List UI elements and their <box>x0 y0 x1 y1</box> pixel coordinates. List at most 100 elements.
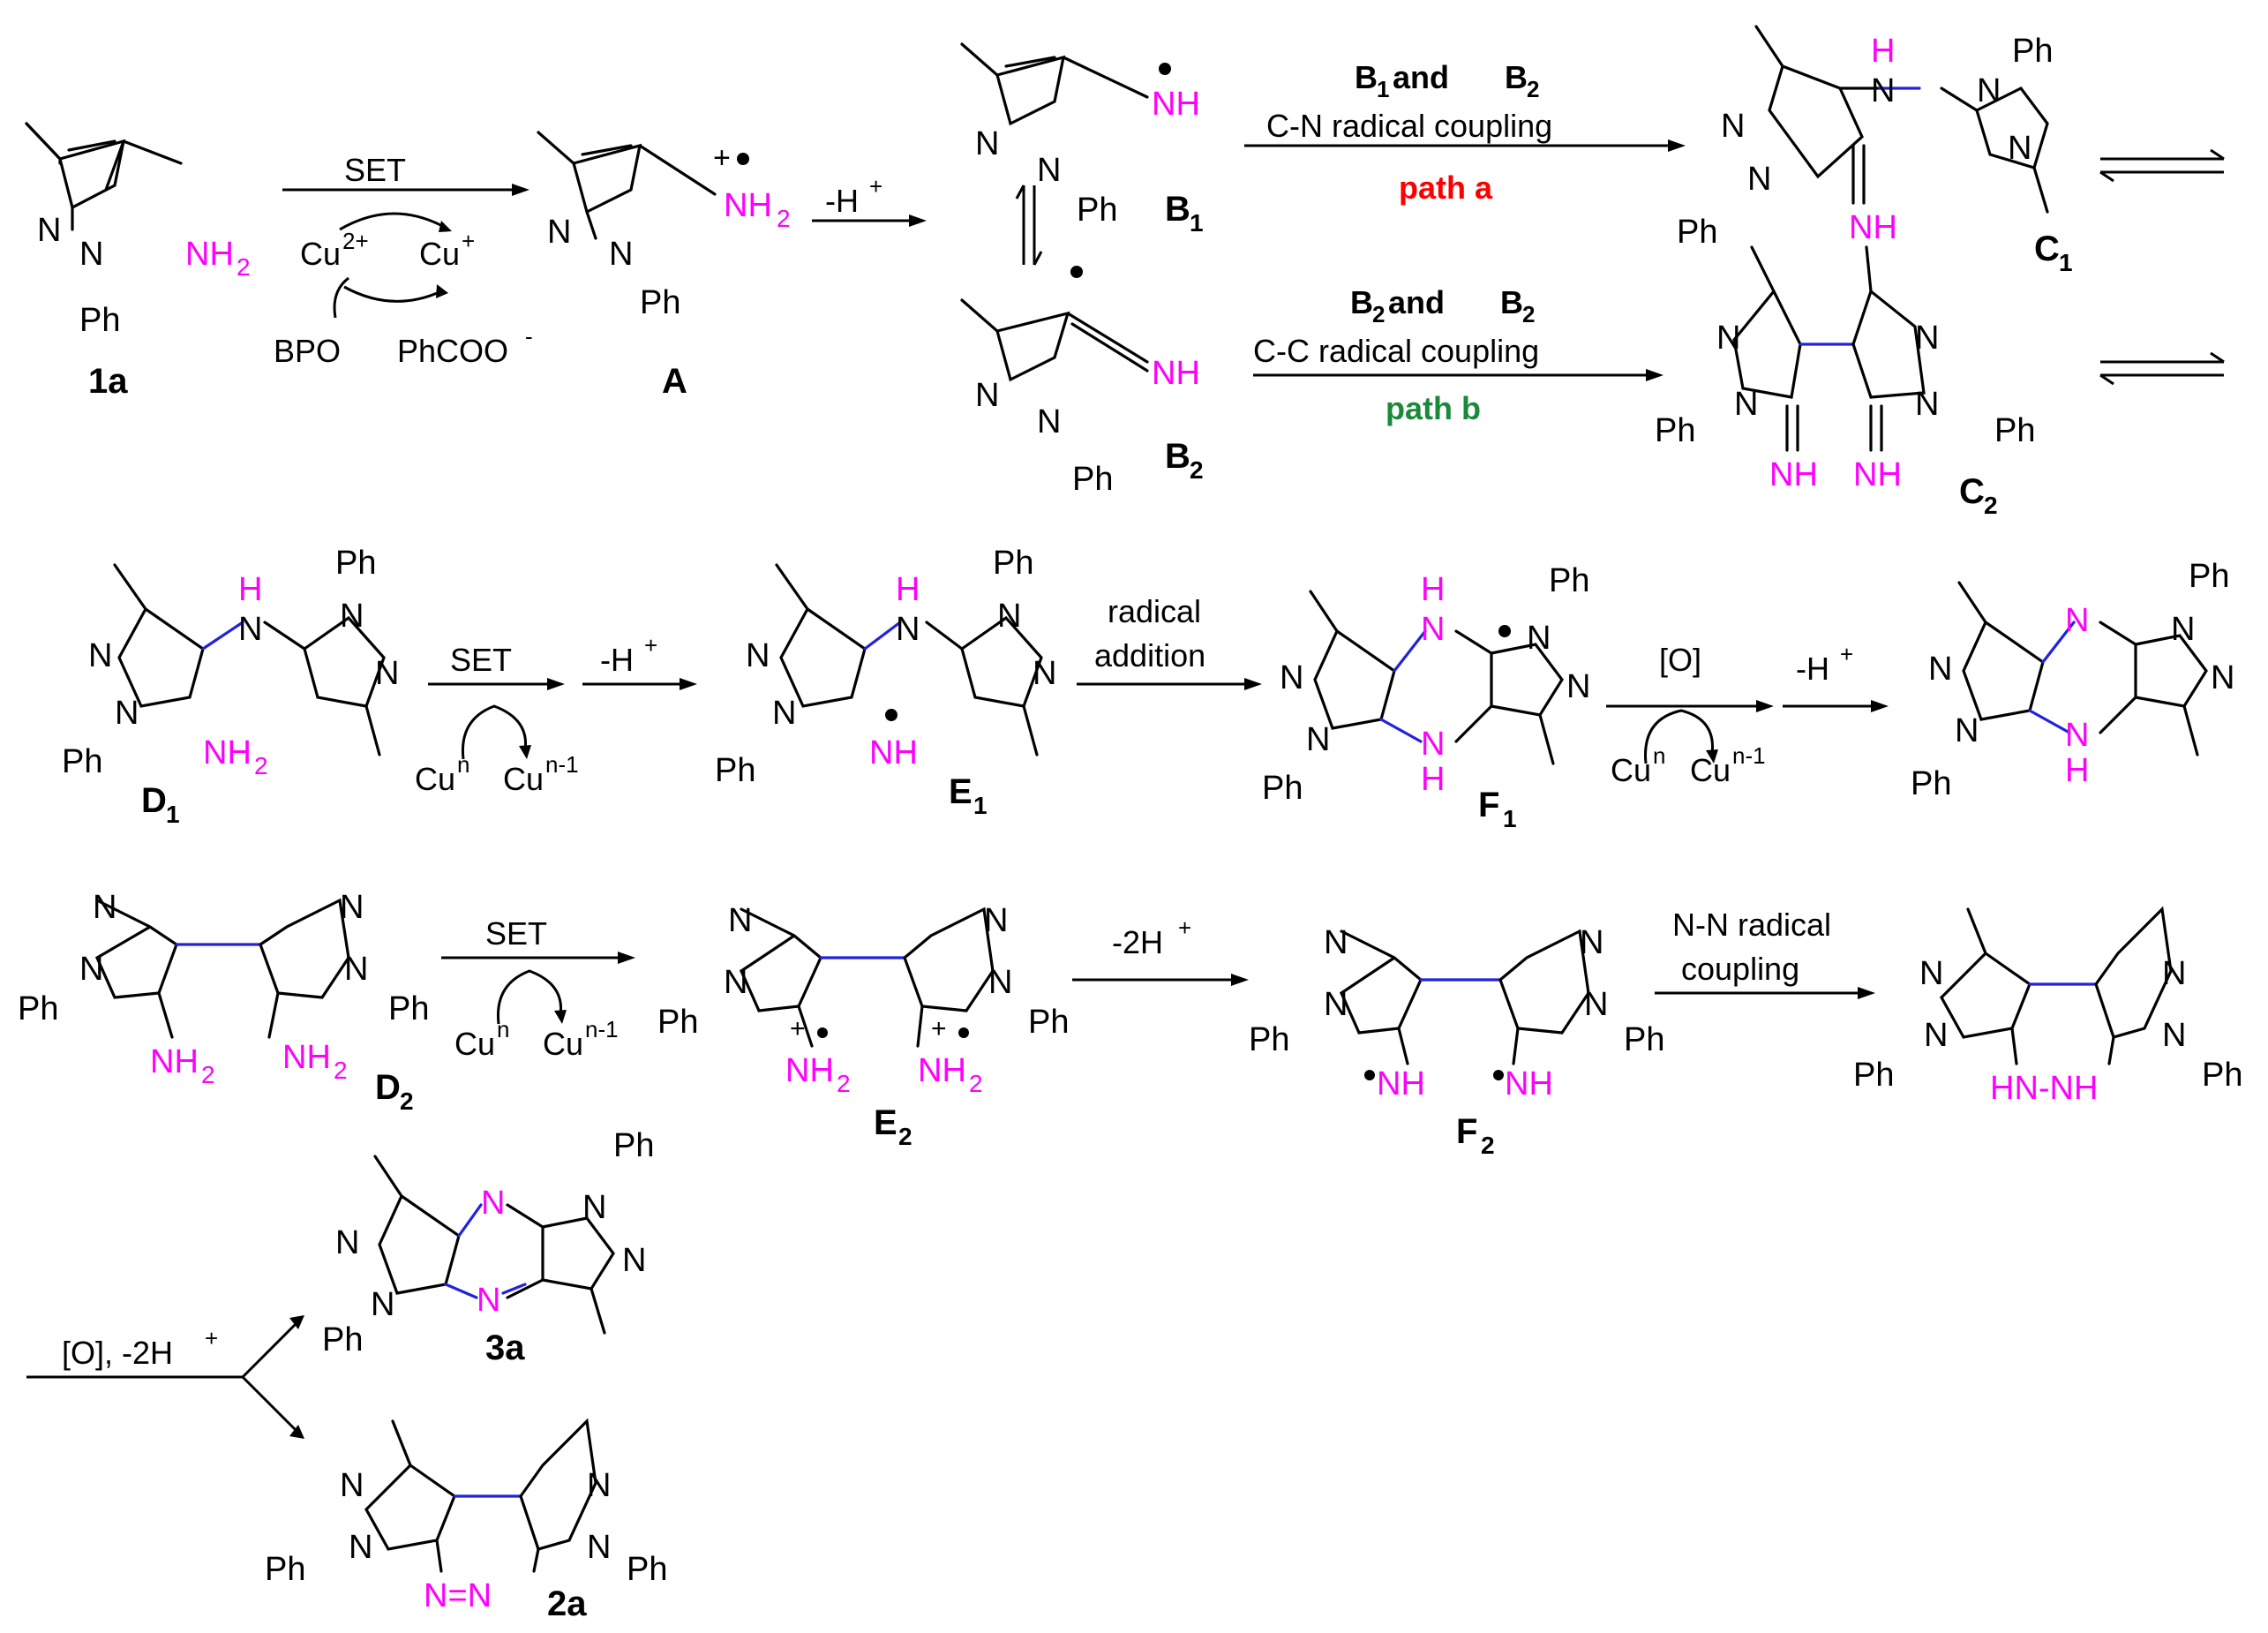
equilibrium-C1 <box>2099 148 2225 183</box>
svg-text:2: 2 <box>201 1061 215 1088</box>
arrow-radical-addition: radical addition <box>1077 593 1262 690</box>
compound-2a: N N Ph N N Ph N=N 2a <box>265 1418 667 1623</box>
svg-text:N: N <box>1915 320 1939 357</box>
svg-text:Ph: Ph <box>62 743 102 780</box>
svg-text:B: B <box>1505 59 1528 95</box>
svg-text:C: C <box>1959 472 1985 511</box>
svg-text:N: N <box>622 1242 646 1279</box>
svg-text:H: H <box>1421 761 1445 798</box>
compound-label-3a: 3a <box>485 1328 525 1367</box>
arrow-deprotonation: -H + <box>812 173 927 227</box>
compound-F1: N N Ph H N N H N N Ph F 1 <box>1262 562 1590 832</box>
svg-text:Ph: Ph <box>335 545 376 582</box>
svg-text:N: N <box>349 1529 372 1566</box>
svg-text:Ph: Ph <box>18 990 58 1027</box>
svg-text:N: N <box>988 964 1012 1001</box>
svg-text:N: N <box>1306 721 1330 758</box>
svg-text:B: B <box>1350 284 1373 320</box>
svg-text:N: N <box>975 377 999 414</box>
svg-text:Ph: Ph <box>640 284 680 321</box>
svg-text:2: 2 <box>1527 76 1539 102</box>
svg-text:n-1: n-1 <box>585 1016 619 1042</box>
compound-C2: N N Ph NH N N Ph NH C 2 <box>1655 245 2035 519</box>
svg-text:N: N <box>2162 1017 2186 1054</box>
svg-text:Ph: Ph <box>1028 1004 1069 1041</box>
arrow-final-oxidation: [O], -2H + <box>26 1315 304 1439</box>
svg-text:N: N <box>93 889 116 926</box>
svg-text:Cu: Cu <box>415 761 455 797</box>
svg-text:E: E <box>874 1103 897 1142</box>
svg-text:N: N <box>1584 986 1608 1023</box>
svg-text:N: N <box>340 1467 364 1504</box>
svg-text:N: N <box>582 1189 606 1226</box>
svg-text:Ph: Ph <box>1624 1021 1664 1058</box>
svg-text:1: 1 <box>166 801 180 828</box>
svg-text:N: N <box>1566 668 1590 705</box>
svg-text:+: + <box>790 1014 806 1043</box>
svg-text:N: N <box>1747 161 1771 198</box>
compound-E1: N N Ph NH H N N N Ph E 1 <box>715 545 1056 819</box>
svg-text:N: N <box>1721 108 1745 145</box>
svg-text:N: N <box>2065 717 2089 754</box>
svg-text:N: N <box>344 951 368 988</box>
compound-label-1a: 1a <box>88 362 128 401</box>
svg-text:N: N <box>1421 611 1445 648</box>
arrow-double-deprotonation: -2H + <box>1072 914 1249 986</box>
arrow-set: SET Cu 2+ Cu + BPO PhCOO - <box>274 152 533 369</box>
svg-text:N: N <box>1734 386 1758 423</box>
svg-text:N: N <box>371 1286 394 1323</box>
svg-text:BPO: BPO <box>274 333 341 369</box>
svg-text:2: 2 <box>1190 456 1204 484</box>
svg-text:1: 1 <box>2059 249 2073 276</box>
svg-text:N: N <box>2211 659 2234 696</box>
compound-D1: N N Ph NH 2 H N N N Ph D 1 <box>62 545 399 828</box>
svg-text:N: N <box>88 637 112 674</box>
compound-B1: N N Ph NH B 1 <box>960 42 1204 237</box>
compound-dihydropyridazine: N N Ph N N Ph HN-NH <box>1853 906 2242 1107</box>
svg-text:N: N <box>1915 386 1939 423</box>
svg-text:N: N <box>340 598 364 635</box>
svg-text:N: N <box>975 125 999 162</box>
compound-F2: N N Ph NH N N Ph NH F 2 <box>1249 924 1664 1159</box>
compound-B2: N N Ph NH B 2 <box>960 266 1204 498</box>
svg-text:N-N radical: N-N radical <box>1672 907 1831 943</box>
svg-text:1: 1 <box>1190 209 1204 237</box>
svg-text:Ph: Ph <box>1655 412 1695 449</box>
svg-text:N: N <box>79 951 103 988</box>
svg-text:+: + <box>869 173 882 199</box>
svg-text:N: N <box>587 1467 611 1504</box>
svg-text:NH: NH <box>1152 355 1200 392</box>
svg-text:N: N <box>340 889 364 926</box>
svg-text:-H: -H <box>825 183 859 219</box>
svg-text:N: N <box>1919 955 1943 992</box>
svg-text:F: F <box>1478 786 1499 824</box>
svg-text:-H: -H <box>600 642 634 678</box>
svg-text:N: N <box>335 1224 359 1261</box>
svg-text:+: + <box>931 1014 947 1043</box>
svg-text:2: 2 <box>1984 492 1998 519</box>
svg-text:C: C <box>2034 230 2060 268</box>
svg-text:NH: NH <box>1849 209 1897 246</box>
compound-dihydro-product: N N Ph N N H N N Ph <box>1911 558 2234 802</box>
svg-text:N: N <box>746 637 770 674</box>
svg-text:and: and <box>1393 59 1449 95</box>
path-a-label: path a <box>1399 169 1493 206</box>
svg-text:N: N <box>547 214 571 251</box>
svg-text:Cu: Cu <box>419 236 460 272</box>
svg-text:N: N <box>1037 152 1061 189</box>
svg-text:B: B <box>1165 190 1190 229</box>
svg-text:-: - <box>525 323 533 350</box>
svg-text:N: N <box>1955 712 1979 749</box>
svg-text:[O], -2H: [O], -2H <box>62 1335 173 1371</box>
svg-text:B: B <box>1500 284 1523 320</box>
amine-radical-cation: NH <box>724 187 772 224</box>
svg-text:NH: NH <box>785 1052 834 1089</box>
svg-text:Ph: Ph <box>627 1551 667 1588</box>
svg-text:+: + <box>1840 641 1853 667</box>
arrow-set-3: SET Cu n Cu n-1 <box>441 915 635 1062</box>
svg-text:N: N <box>1977 72 2001 109</box>
compound-D2: N N Ph NH 2 N N Ph NH 2 D 2 <box>18 889 429 1115</box>
svg-text:N: N <box>1324 924 1348 961</box>
svg-text:Ph: Ph <box>1249 1021 1289 1058</box>
svg-text:N: N <box>997 598 1021 635</box>
